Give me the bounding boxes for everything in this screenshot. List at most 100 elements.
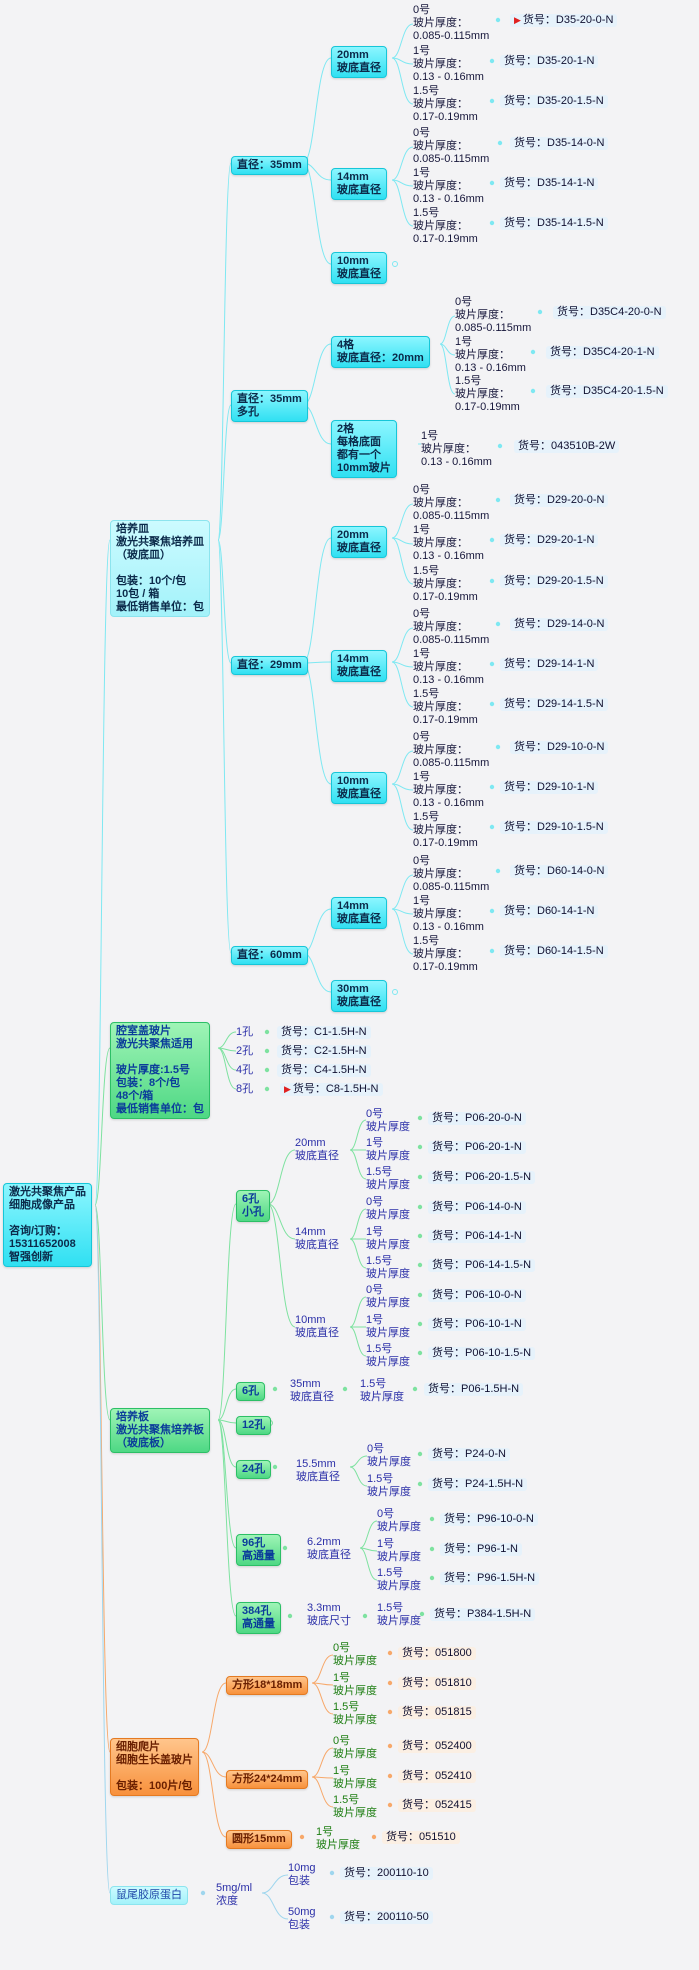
code-P06-1.5H[interactable]: 货号：P06-1.5H-N: [424, 1383, 524, 1396]
code-D29-14-15[interactable]: 货号：D29-14-1.5-N: [500, 698, 608, 711]
code-P06-20-1[interactable]: 货号：P06-20-1-N: [428, 1141, 526, 1154]
dish-d35-20[interactable]: 20mm 玻底直径: [331, 46, 387, 78]
code-P96-10-0[interactable]: 货号：P96-10-0-N: [440, 1513, 538, 1526]
dish-d35-14[interactable]: 14mm 玻底直径: [331, 168, 387, 200]
connector-dot: [489, 58, 495, 64]
code-D35C4-0[interactable]: 货号：D35C4-20-0-N: [553, 306, 666, 319]
code-C4[interactable]: 货号：C4-1.5H-N: [277, 1064, 371, 1077]
connector-dot: [387, 1743, 393, 1749]
slide-sq24[interactable]: 方形24*24mm: [226, 1770, 309, 1789]
plate-24[interactable]: 24孔: [236, 1460, 272, 1479]
pt0: 0号 玻片厚度: [333, 1642, 377, 1667]
root-node[interactable]: 激光共聚焦产品 细胞成像产品 咨询/订购： 15311652008 智强创新: [3, 1183, 92, 1267]
code-052415[interactable]: 货号：052415: [398, 1799, 476, 1812]
connector-line: [217, 404, 232, 541]
dish-d29-20[interactable]: 20mm 玻底直径: [331, 526, 387, 558]
code-D29-10-0[interactable]: 货号：D29-10-0-N: [510, 741, 609, 754]
connector-line: [94, 1047, 111, 1206]
slides-category[interactable]: 细胞爬片 细胞生长盖玻片 包装：100片/包: [110, 1738, 199, 1796]
code-P06-14-1[interactable]: 货号：P06-14-1-N: [428, 1230, 526, 1243]
connector-line: [439, 315, 456, 345]
code-P06-10-0[interactable]: 货号：P06-10-0-N: [428, 1289, 526, 1302]
dish-d60-14[interactable]: 14mm 玻底直径: [331, 897, 387, 929]
code-D29-20-1[interactable]: 货号：D29-20-1-N: [500, 534, 599, 547]
code-P96-1.5H[interactable]: 货号：P96-1.5H-N: [440, 1572, 540, 1585]
pt1: 1号 玻片厚度: [333, 1765, 377, 1790]
code-D29-20-0[interactable]: 货号：D29-20-0-N: [510, 494, 609, 507]
code-D29-10-15[interactable]: 货号：D29-10-1.5-N: [500, 821, 608, 834]
connector-dot: [495, 868, 501, 874]
code-D35C4-1[interactable]: 货号：D35C4-20-1-N: [546, 346, 659, 359]
plate-6-small[interactable]: 6孔 小孔: [236, 1190, 270, 1222]
code-C2[interactable]: 货号：C2-1.5H-N: [277, 1045, 371, 1058]
dish-d60-30[interactable]: 30mm 玻底直径: [331, 980, 387, 1012]
connector-dot: [489, 98, 495, 104]
code-P24-1.5H[interactable]: 货号：P24-1.5H-N: [428, 1478, 528, 1491]
code-051810[interactable]: 货号：051810: [398, 1677, 476, 1690]
dish-d35-4cell[interactable]: 4格 玻底直径：20mm: [331, 336, 430, 368]
connector-line: [302, 662, 332, 785]
slide-sq18[interactable]: 方形18*18mm: [226, 1676, 309, 1695]
code-D35-14-1[interactable]: 货号：D35-14-1-N: [500, 177, 599, 190]
code-D35-20-15[interactable]: 货号：D35-20-1.5-N: [500, 95, 608, 108]
code-C8[interactable]: ▶货号：C8-1.5H-N: [280, 1083, 383, 1096]
code-051510[interactable]: 货号：051510: [382, 1831, 460, 1844]
plate-category[interactable]: 培养板 激光共聚焦培养板 （玻底板）: [110, 1408, 210, 1453]
slide-r15[interactable]: 圆形15mm: [226, 1830, 292, 1849]
code-D29-14-0[interactable]: 货号：D29-14-0-N: [510, 618, 609, 631]
chamber-category[interactable]: 腔室盖玻片 激光共聚焦适用 玻片厚度:1.5号 包装：8个/包 48个/箱 最低…: [110, 1022, 210, 1119]
pt0: 0号 玻片厚度: [366, 1284, 410, 1309]
code-D35C4-15[interactable]: 货号：D35C4-20-1.5-N: [546, 385, 668, 398]
code-200110-50[interactable]: 货号：200110-50: [340, 1911, 433, 1924]
thk-1: 1号 玻片厚度： 0.13 - 0.16mm: [455, 336, 526, 374]
code-P06-20-15[interactable]: 货号：P06-20-1.5-N: [428, 1171, 536, 1184]
code-P24-0[interactable]: 货号：P24-0-N: [428, 1448, 510, 1461]
plate-384[interactable]: 384孔 高通量: [236, 1602, 281, 1634]
connector-line: [391, 537, 414, 585]
code-D35-20-1[interactable]: 货号：D35-20-1-N: [500, 55, 599, 68]
dish-d35-10[interactable]: 10mm 玻底直径: [331, 252, 387, 284]
code-C1[interactable]: 货号：C1-1.5H-N: [277, 1026, 371, 1039]
connector-line: [217, 1419, 237, 1468]
code-D29-10-1[interactable]: 货号：D29-10-1-N: [500, 781, 599, 794]
code-D35-20-0[interactable]: ▶货号：D35-20-0-N: [510, 14, 618, 27]
code-P06-14-15[interactable]: 货号：P06-14-1.5-N: [428, 1259, 536, 1272]
collagen-50: 50mg 包装: [288, 1906, 316, 1931]
code-D35-14-0[interactable]: 货号：D35-14-0-N: [510, 137, 609, 150]
code-P384[interactable]: 货号：P384-1.5H-N: [430, 1608, 536, 1621]
code-P06-20-0[interactable]: 货号：P06-20-0-N: [428, 1112, 526, 1125]
code-051800[interactable]: 货号：051800: [398, 1647, 476, 1660]
connector-line: [302, 537, 332, 664]
connector-line: [201, 1682, 227, 1753]
code-D60-14-0[interactable]: 货号：D60-14-0-N: [510, 865, 609, 878]
dish-d29-10[interactable]: 10mm 玻底直径: [331, 772, 387, 804]
code-P06-14-0[interactable]: 货号：P06-14-0-N: [428, 1201, 526, 1214]
code-052410[interactable]: 货号：052410: [398, 1770, 476, 1783]
code-P06-10-1[interactable]: 货号：P06-10-1-N: [428, 1318, 526, 1331]
code-051815[interactable]: 货号：051815: [398, 1706, 476, 1719]
dish-d60[interactable]: 直径：60mm: [231, 946, 308, 965]
code-D35-14-15[interactable]: 货号：D35-14-1.5-N: [500, 217, 608, 230]
code-200110-10[interactable]: 货号：200110-10: [340, 1867, 433, 1880]
code-D60-14-15[interactable]: 货号：D60-14-1.5-N: [500, 945, 608, 958]
dish-d29[interactable]: 直径：29mm: [231, 656, 308, 675]
plate-96[interactable]: 96孔 高通量: [236, 1534, 281, 1566]
connector-line: [349, 1296, 367, 1328]
code-P96-1[interactable]: 货号：P96-1-N: [440, 1543, 522, 1556]
connector-line: [217, 1388, 237, 1421]
plate-6[interactable]: 6孔: [236, 1382, 266, 1401]
dish-d35-multi[interactable]: 直径：35mm 多孔: [231, 390, 308, 422]
dish-category[interactable]: 培养皿 激光共聚焦培养皿 （玻底皿） 包装：10个/包 10包 / 箱 最低销售…: [110, 520, 210, 617]
code-P06-10-15[interactable]: 货号：P06-10-1.5-N: [428, 1347, 536, 1360]
code-043510B[interactable]: 货号：043510B-2W: [514, 440, 620, 453]
code-D60-14-1[interactable]: 货号：D60-14-1-N: [500, 905, 599, 918]
code-D29-20-15[interactable]: 货号：D29-20-1.5-N: [500, 575, 608, 588]
dish-d35-2cell[interactable]: 2格 每格底面 都有一个 10mm玻片: [331, 420, 397, 478]
code-052400[interactable]: 货号：052400: [398, 1740, 476, 1753]
dish-d35[interactable]: 直径：35mm: [231, 156, 308, 175]
connector-line: [391, 537, 414, 545]
plate-12[interactable]: 12孔: [236, 1416, 272, 1435]
code-D29-14-1[interactable]: 货号：D29-14-1-N: [500, 658, 599, 671]
dish-d29-14[interactable]: 14mm 玻底直径: [331, 650, 387, 682]
collagen-category[interactable]: 鼠尾胶原蛋白: [110, 1886, 188, 1905]
